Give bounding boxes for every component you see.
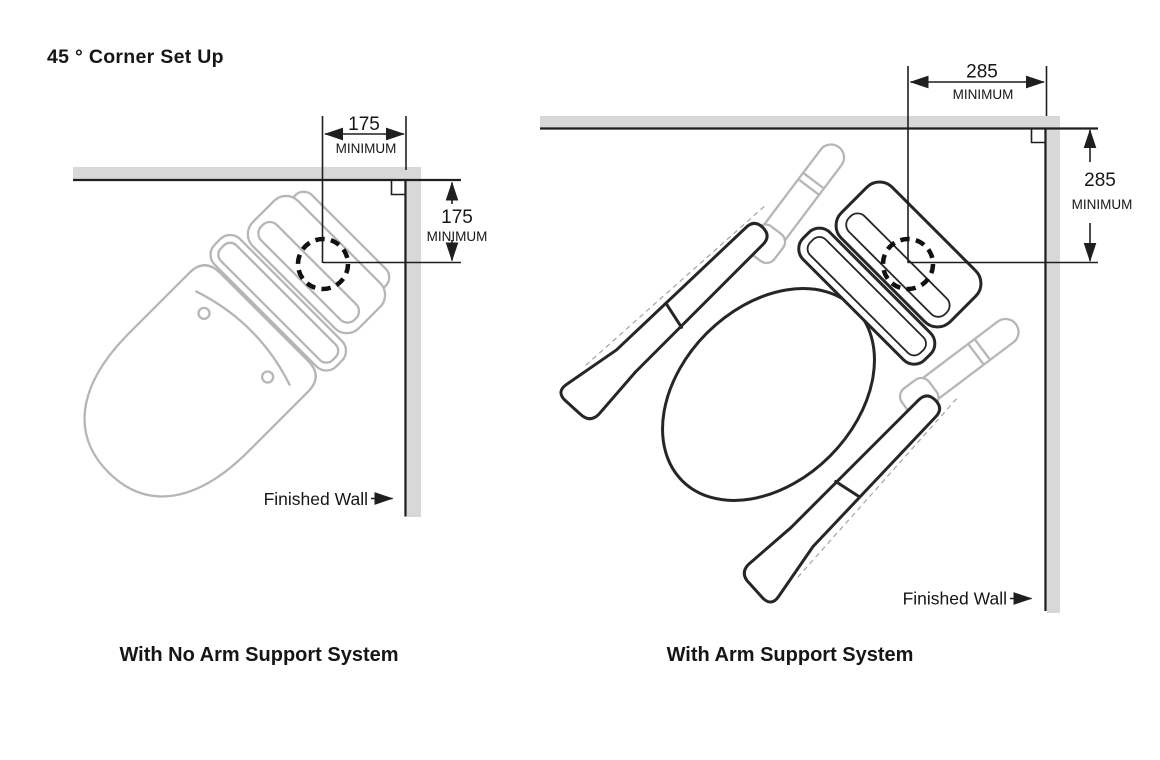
right-finished-wall-callout: Finished Wall — [903, 589, 1033, 609]
lid-ridge-line — [195, 290, 291, 386]
right-horizontal-dimension: 285 MINIMUM — [907, 62, 1048, 263]
left-finished-wall-callout: Finished Wall — [264, 489, 394, 509]
dimension-value: 175 — [441, 207, 473, 228]
right-side-wall — [1047, 116, 1060, 613]
right-caption: With Arm Support System — [667, 644, 914, 666]
seat-bolt-left — [197, 306, 211, 321]
toilet-plan-with-arms — [559, 143, 1020, 604]
finished-wall-label: Finished Wall — [903, 589, 1007, 609]
arm-joint-line — [973, 338, 991, 361]
left-top-wall — [73, 167, 421, 180]
tank-inner-line — [257, 220, 361, 324]
arm-support-rail-left — [559, 221, 769, 421]
rail-joint-line — [664, 301, 684, 329]
tank-inner-line — [845, 212, 951, 318]
left-diagram: 175 MINIMUM 175 MINIMUM Finished Wall Wi… — [73, 114, 488, 666]
dimension-qualifier: MINIMUM — [427, 229, 488, 244]
closed-lid — [83, 264, 317, 498]
arm-joint-line — [798, 178, 820, 196]
left-side-wall — [407, 167, 421, 517]
seat-hinge-inner-line — [217, 241, 340, 364]
dimension-qualifier: MINIMUM — [336, 141, 397, 156]
toilet-plan-no-arms — [83, 190, 391, 498]
arm-joint-line — [967, 343, 985, 365]
right-top-wall — [540, 116, 1060, 128]
dimension-value: 285 — [966, 62, 998, 83]
left-vertical-dimension: 175 MINIMUM — [323, 181, 488, 264]
center-point-marker — [295, 236, 351, 292]
arm-joint-line — [802, 172, 825, 190]
right-diagram: 285 MINIMUM 285 MINIMUM Finished Wall Wi… — [540, 62, 1133, 666]
left-right-angle-symbol — [390, 181, 405, 196]
seat-hinge-band — [797, 226, 937, 366]
seat-hinge-band — [209, 233, 348, 372]
dimension-qualifier: MINIMUM — [1072, 197, 1133, 212]
dimension-value: 175 — [348, 114, 380, 135]
seat-bolt-right — [260, 370, 275, 384]
page-title: 45 ° Corner Set Up — [47, 46, 224, 68]
left-caption: With No Arm Support System — [119, 644, 398, 666]
arm-support-rail-right — [742, 394, 942, 604]
right-right-angle-symbol — [1030, 129, 1045, 144]
finished-wall-label: Finished Wall — [264, 489, 368, 509]
right-vertical-dimension: 285 MINIMUM — [908, 129, 1133, 264]
seat-hinge-inner-line — [806, 236, 927, 357]
arm-swing-guide-line — [796, 398, 958, 579]
center-point-marker — [880, 236, 936, 292]
arm-swing-guide-line — [584, 205, 765, 367]
left-horizontal-dimension: 175 MINIMUM — [321, 114, 407, 263]
raised-arm-phantom-left — [745, 143, 846, 265]
dimension-value: 285 — [1084, 170, 1116, 191]
dimension-qualifier: MINIMUM — [953, 87, 1014, 102]
rail-joint-line — [834, 479, 862, 499]
